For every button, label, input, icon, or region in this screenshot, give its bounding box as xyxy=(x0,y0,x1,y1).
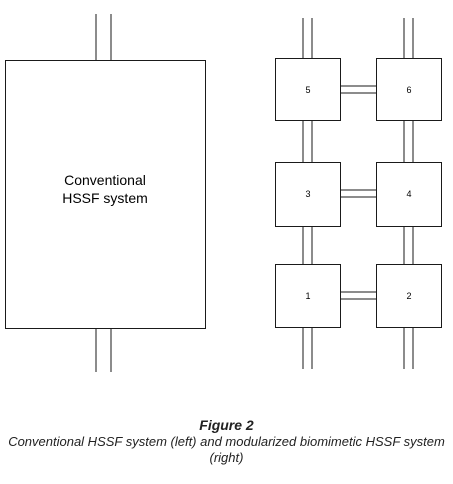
module-label-6: 6 xyxy=(406,85,411,95)
module-label-1: 1 xyxy=(305,291,310,301)
pipe-3-4 xyxy=(341,189,376,198)
module-label-4: 4 xyxy=(406,189,411,199)
module-label-5: 5 xyxy=(305,85,310,95)
right-column-bottom-pipe xyxy=(403,327,414,369)
conventional-label-line-1: Conventional xyxy=(64,172,146,188)
module-box-2 xyxy=(376,264,442,328)
figure-caption: Figure 2 Conventional HSSF system (left)… xyxy=(0,416,453,466)
left-column-top-pipe xyxy=(302,18,313,58)
conventional-outlet-pipe xyxy=(95,328,112,372)
pipe-1-2 xyxy=(341,291,376,300)
conventional-label-line-2: HSSF system xyxy=(62,190,148,206)
pipe-5-6 xyxy=(341,85,376,94)
module-box-6 xyxy=(376,58,442,121)
module-box-4 xyxy=(376,162,442,227)
module-label-2: 2 xyxy=(406,291,411,301)
figure-caption-title: Figure 2 xyxy=(199,417,254,433)
module-box-5 xyxy=(275,58,341,121)
module-box-1 xyxy=(275,264,341,328)
right-column-top-pipe xyxy=(403,18,414,58)
conventional-inlet-pipe xyxy=(95,14,112,60)
module-box-3 xyxy=(275,162,341,227)
pipe-4-2 xyxy=(403,226,414,264)
left-column-bottom-pipe xyxy=(302,327,313,369)
hssf-diagram: Conventional HSSF system 5 6 3 4 1 2 xyxy=(5,14,442,372)
pipe-5-3 xyxy=(302,120,313,162)
pipe-3-1 xyxy=(302,226,313,264)
figure-caption-text: Conventional HSSF system (left) and modu… xyxy=(8,434,445,465)
pipe-6-4 xyxy=(403,120,414,162)
module-label-3: 3 xyxy=(305,189,310,199)
conventional-system-box xyxy=(5,60,206,329)
